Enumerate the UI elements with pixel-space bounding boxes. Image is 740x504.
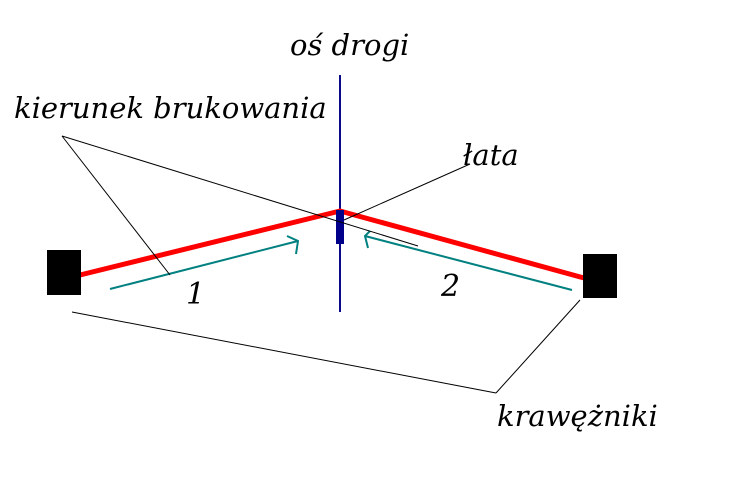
curbs-label: krawężniki bbox=[497, 399, 658, 433]
screed-label: łata bbox=[463, 138, 519, 172]
paving-direction-label: kierunek brukowania bbox=[14, 91, 327, 125]
road-axis-label: oś drogi bbox=[290, 28, 409, 62]
direction-arrow-2 bbox=[363, 230, 573, 291]
screed-leader bbox=[343, 163, 471, 221]
paving-direction-leaders bbox=[61, 135, 419, 276]
curb-right bbox=[583, 254, 617, 298]
arrow-2-label: 2 bbox=[440, 269, 460, 304]
arrow-1-label: 1 bbox=[186, 277, 205, 312]
screed-marker bbox=[336, 210, 344, 244]
direction-arrow-1 bbox=[109, 235, 300, 290]
surface-profile-right bbox=[337, 208, 587, 281]
curbs-leaders bbox=[71, 299, 581, 394]
surface-profile-left bbox=[77, 208, 343, 278]
curb-left bbox=[47, 250, 81, 295]
